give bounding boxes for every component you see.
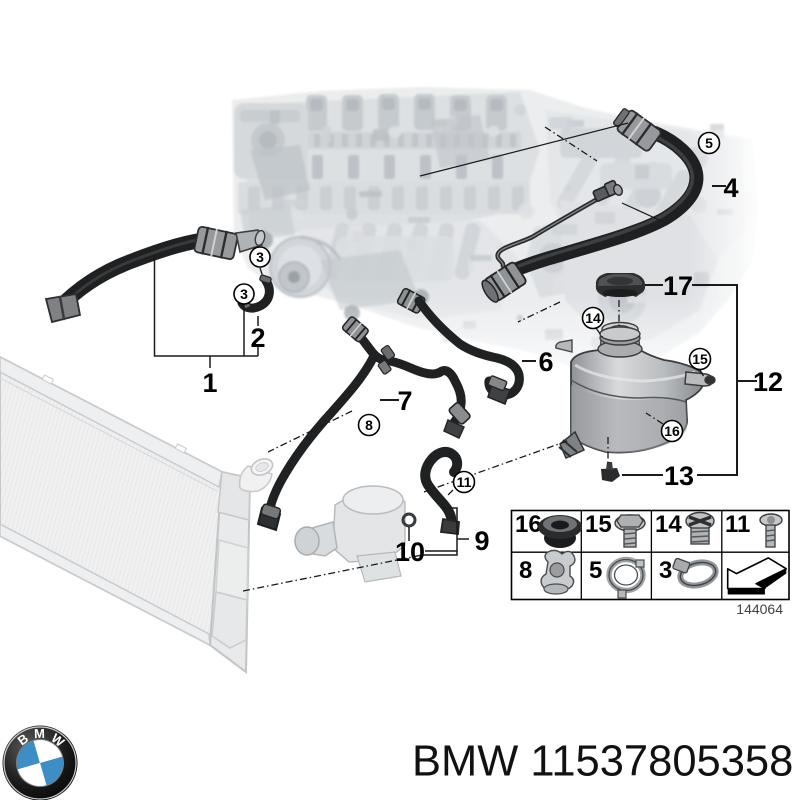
svg-text:8: 8 (365, 417, 373, 433)
svg-text:4: 4 (723, 173, 738, 203)
svg-text:16: 16 (515, 511, 542, 538)
svg-text:14: 14 (655, 511, 682, 538)
svg-text:3: 3 (659, 557, 672, 584)
svg-text:9: 9 (474, 526, 489, 556)
svg-text:11: 11 (725, 511, 750, 538)
svg-text:16: 16 (664, 423, 680, 439)
svg-text:13: 13 (664, 461, 694, 491)
svg-text:6: 6 (538, 347, 553, 377)
svg-text:11: 11 (457, 474, 472, 490)
svg-text:5: 5 (589, 557, 602, 584)
svg-text:7: 7 (397, 386, 412, 416)
svg-text:144064: 144064 (736, 601, 783, 617)
svg-text:M: M (34, 726, 45, 741)
svg-text:17: 17 (663, 271, 693, 301)
svg-text:2: 2 (250, 323, 265, 353)
svg-text:3: 3 (256, 249, 264, 265)
svg-text:3: 3 (240, 286, 248, 302)
svg-text:8: 8 (519, 557, 532, 584)
svg-text:10: 10 (395, 537, 425, 567)
svg-text:12: 12 (753, 367, 783, 397)
svg-text:15: 15 (692, 351, 708, 367)
svg-text:1: 1 (202, 368, 217, 398)
svg-text:BMW 11537805358: BMW 11537805358 (412, 738, 793, 786)
svg-text:15: 15 (585, 511, 612, 538)
svg-text:14: 14 (585, 310, 601, 326)
svg-text:5: 5 (705, 135, 713, 151)
